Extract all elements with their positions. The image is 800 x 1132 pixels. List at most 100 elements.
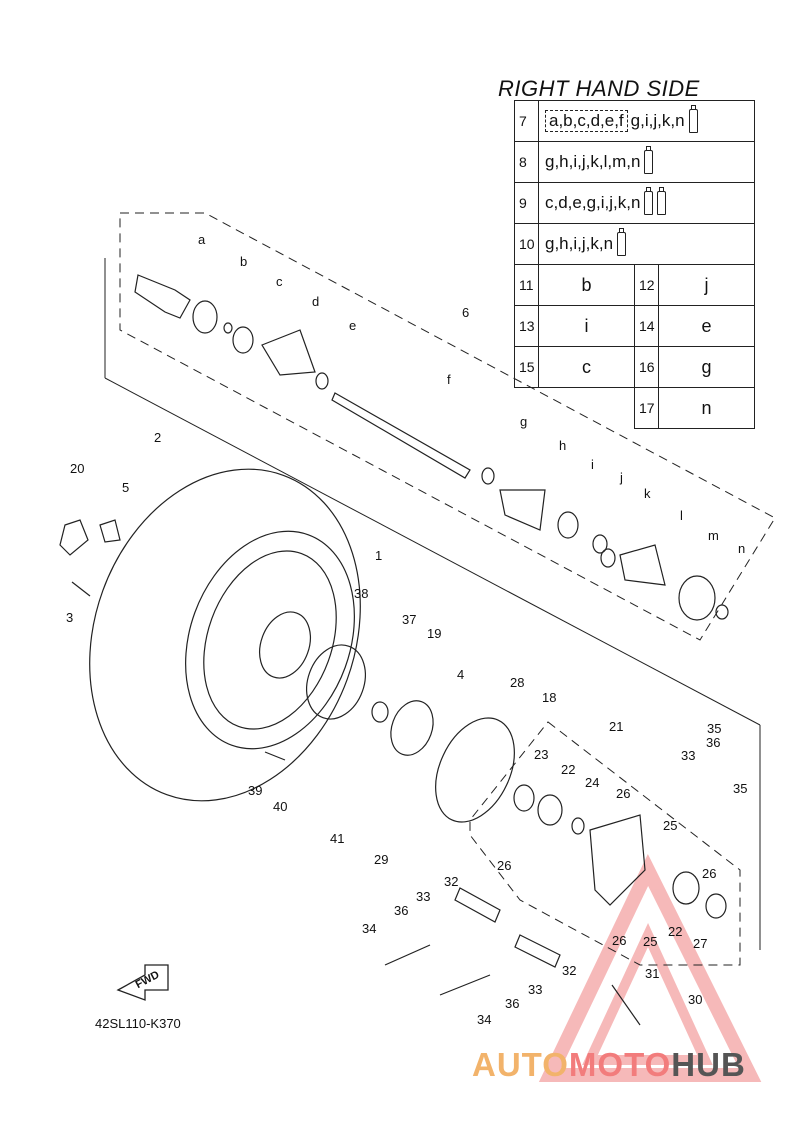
kit-no: 16 (634, 346, 659, 388)
callout: m (708, 528, 719, 543)
kit-part: c (538, 346, 635, 388)
kit-part: g (658, 346, 755, 388)
callout: 2 (154, 430, 162, 445)
callout: 33 (416, 889, 431, 904)
knuckle-kit-outline (469, 721, 741, 966)
driveshaft-parts (134, 274, 729, 621)
grease-tube-icon (617, 228, 627, 256)
kit-parts: g,h,i,j,k,l,m,n (545, 152, 641, 171)
callout: 22 (668, 924, 683, 939)
callout: 33 (681, 748, 696, 763)
callout: 26 (497, 858, 512, 873)
callout: 34 (362, 921, 377, 936)
kit-no: 7 (514, 100, 539, 142)
callout: d (312, 294, 320, 309)
kit-contents: c,d,e,g,i,j,k,n (538, 182, 755, 224)
kit-parts: c,d,e,g,i,j,k,n (545, 193, 641, 212)
kit-no: 11 (514, 264, 539, 306)
callout: a (198, 232, 206, 247)
watermark-moto: MOTO (568, 1046, 672, 1083)
callout: 32 (444, 874, 459, 889)
callout: k (644, 486, 651, 501)
callout: 6 (462, 305, 470, 320)
callout: 40 (273, 799, 288, 814)
callout: 28 (510, 675, 525, 690)
callout: 31 (645, 966, 660, 981)
callout: 18 (542, 690, 557, 705)
callout: c (276, 274, 283, 289)
callout: 33 (528, 982, 543, 997)
callout: b (240, 254, 248, 269)
grease-tube-icon (644, 146, 654, 174)
callout: 35 (733, 781, 748, 796)
callout: 23 (534, 747, 549, 762)
kit-part: i (538, 305, 635, 347)
watermark-triangle (538, 854, 762, 1082)
callout: h (559, 438, 567, 453)
grease-tube-icon (657, 187, 667, 215)
callout: 21 (609, 719, 624, 734)
callout: 35 (707, 721, 722, 736)
callout: 37 (402, 612, 417, 627)
callout: 24 (585, 775, 600, 790)
page-title: RIGHT HAND SIDE (498, 76, 700, 101)
kit-no: 17 (634, 387, 659, 429)
hub-parts (59, 519, 727, 1026)
callout: 22 (561, 762, 576, 777)
callout: 34 (477, 1012, 492, 1027)
callout: 32 (562, 963, 577, 978)
callout: e (349, 318, 357, 333)
watermark-hub: HUB (671, 1046, 746, 1083)
tire (89, 468, 361, 802)
callout: 5 (122, 480, 130, 495)
kit-contents: g,h,i,j,k,l,m,n (538, 141, 755, 183)
callout: 36 (505, 996, 520, 1011)
callout: 19 (427, 626, 442, 641)
kit-part: b (538, 264, 635, 306)
callout: 25 (663, 818, 678, 833)
kit-no: 12 (634, 264, 659, 306)
callout: 1 (375, 548, 383, 563)
callout: 20 (70, 461, 85, 476)
kit-no: 15 (514, 346, 539, 388)
watermark-logo: AUTOMOTOHUB (472, 1046, 746, 1084)
callout: j (620, 470, 623, 485)
kit-part: j (658, 264, 755, 306)
callout: 26 (612, 933, 627, 948)
callout: 36 (706, 735, 721, 750)
driveshaft-kit-outline (119, 212, 776, 641)
callout: i (591, 457, 594, 472)
kit-no: 14 (634, 305, 659, 347)
kit-no: 10 (514, 223, 539, 265)
callout: 38 (354, 586, 369, 601)
callout: 26 (616, 786, 631, 801)
kit-parts: g,h,i,j,k,n (545, 234, 614, 253)
watermark-auto: AUTO (472, 1046, 569, 1083)
callout: f (447, 372, 451, 387)
kit-no: 13 (514, 305, 539, 347)
callout: 41 (330, 831, 345, 846)
callout: 4 (457, 667, 465, 682)
callout: g (520, 414, 528, 429)
kit-parts: g,i,j,k,n (630, 111, 685, 130)
kit-no: 8 (514, 141, 539, 183)
callout: 26 (702, 866, 717, 881)
kit-part: e (658, 305, 755, 347)
callout: 39 (248, 783, 263, 798)
callout: 29 (374, 852, 389, 867)
callout: 30 (688, 992, 703, 1007)
callout: l (680, 508, 683, 523)
fwd-arrow-icon (116, 964, 169, 1001)
boxed-parts: a,b,c,d,e,f (545, 110, 628, 132)
figure-code: 42SL110-K370 (95, 1016, 181, 1031)
kit-part: n (658, 387, 755, 429)
kit-no: 9 (514, 182, 539, 224)
callout: 3 (66, 610, 74, 625)
callout: n (738, 541, 746, 556)
grease-tube-icon (688, 105, 698, 133)
kit-contents: g,h,i,j,k,n (538, 223, 755, 265)
grease-tube-icon (644, 187, 654, 215)
callout: 25 (643, 934, 658, 949)
